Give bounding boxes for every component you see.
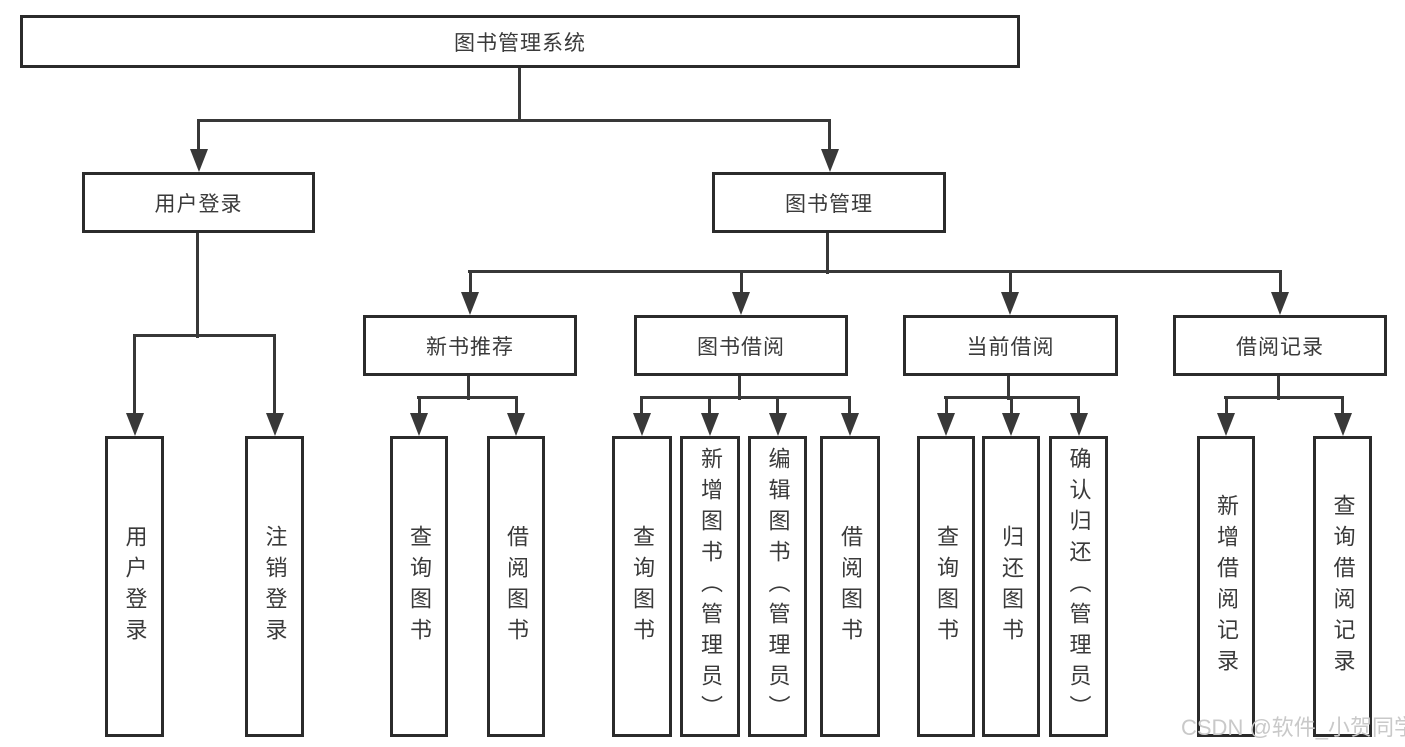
- leaf-label: 注销登录: [262, 524, 288, 649]
- connector-hline: [133, 333, 276, 337]
- leaf-borrow-books-borrowing: 借阅图书: [820, 436, 880, 737]
- connector-hline: [468, 269, 1282, 273]
- node-label: 图书管理: [785, 192, 873, 216]
- node-library-management-system: 图书管理系统: [20, 15, 1020, 68]
- arrowhead-down-icon: [125, 413, 144, 436]
- arrowhead-down-icon: [1333, 413, 1352, 436]
- leaf-label: 新增借阅记录: [1214, 493, 1239, 680]
- node-current-borrowing: 当前借阅: [903, 315, 1118, 376]
- connector-arrow-stem: [1077, 397, 1080, 416]
- arrowhead-down-icon: [768, 413, 787, 436]
- arrowhead-down-icon: [840, 413, 859, 436]
- node-label: 新书推荐: [426, 335, 514, 359]
- node-user-login: 用户登录: [82, 172, 315, 233]
- connector-arrow-stem: [1009, 397, 1013, 416]
- watermark-csdn: CSDN @软件_小贺同学: [1181, 715, 1405, 740]
- leaf-query-books-borrowing: 查询图书: [612, 436, 672, 737]
- leaf-label: 查询图书: [407, 524, 432, 649]
- connector-arrow-stem: [1008, 271, 1012, 295]
- connector-arrow-stem: [133, 335, 136, 416]
- connector-vline: [825, 232, 829, 274]
- arrowhead-down-icon: [700, 413, 719, 436]
- arrowhead-down-icon: [507, 413, 525, 436]
- connector-arrow-stem: [1341, 397, 1344, 416]
- connector-vline: [466, 375, 470, 400]
- leaf-user-login: 用户登录: [105, 436, 164, 737]
- connector-hline: [640, 395, 851, 399]
- leaf-return-books: 归还图书: [982, 436, 1040, 737]
- leaf-add-borrow-record: 新增借阅记录: [1197, 436, 1255, 737]
- leaf-query-borrow-record: 查询借阅记录: [1313, 436, 1372, 737]
- connector-arrow-stem: [273, 335, 276, 416]
- node-label: 借阅记录: [1236, 335, 1324, 359]
- connector-hline: [197, 118, 831, 122]
- node-label: 当前借阅: [966, 335, 1055, 359]
- node-label: 图书管理系统: [454, 31, 586, 55]
- leaf-confirm-return-admin: 确认归还（管理员）: [1049, 436, 1108, 737]
- connector-vline: [1006, 375, 1010, 400]
- leaf-label: 确认归还（管理员）: [1066, 447, 1092, 726]
- node-new-book-recommendation: 新书推荐: [363, 315, 577, 376]
- node-label: 图书借阅: [697, 335, 785, 359]
- arrowhead-down-icon: [732, 292, 750, 315]
- arrowhead-down-icon: [820, 149, 839, 172]
- arrowhead-down-icon: [410, 413, 428, 436]
- arrowhead-down-icon: [265, 413, 284, 436]
- arrowhead-down-icon: [1217, 413, 1235, 436]
- node-book-borrowing: 图书借阅: [634, 315, 848, 376]
- leaf-query-books-recommend: 查询图书: [390, 436, 448, 737]
- connector-arrow-stem: [739, 271, 743, 295]
- leaf-add-books-admin: 新增图书（管理员）: [680, 436, 740, 737]
- connector-arrow-stem: [708, 397, 711, 416]
- leaf-label: 查询借阅记录: [1330, 493, 1356, 680]
- connector-vline: [737, 375, 741, 400]
- connector-arrow-stem: [640, 397, 643, 416]
- connector-vline: [517, 67, 521, 122]
- leaf-label: 用户登录: [122, 524, 148, 649]
- connector-arrow-stem: [1224, 397, 1228, 416]
- connector-vline: [195, 232, 199, 338]
- leaf-edit-books-admin: 编辑图书（管理员）: [748, 436, 807, 737]
- arrowhead-down-icon: [1002, 413, 1020, 436]
- arrowhead-down-icon: [461, 292, 479, 315]
- arrowhead-down-icon: [1271, 292, 1289, 315]
- connector-vline: [1276, 375, 1280, 400]
- connector-arrow-stem: [828, 120, 831, 152]
- leaf-label: 借阅图书: [838, 524, 863, 649]
- connector-arrow-stem: [514, 397, 518, 416]
- leaf-label: 编辑图书（管理员）: [765, 447, 791, 726]
- leaf-query-books-current: 查询图书: [917, 436, 975, 737]
- leaf-label: 查询图书: [934, 524, 959, 649]
- connector-arrow-stem: [417, 397, 421, 416]
- connector-arrow-stem: [776, 397, 779, 416]
- connector-arrow-stem: [944, 397, 948, 416]
- arrowhead-down-icon: [1069, 413, 1088, 436]
- leaf-borrow-books-recommend: 借阅图书: [487, 436, 545, 737]
- leaf-label: 归还图书: [999, 524, 1024, 649]
- leaf-label: 查询图书: [630, 524, 655, 649]
- arrowhead-down-icon: [937, 413, 955, 436]
- connector-arrow-stem: [468, 271, 472, 295]
- leaf-label: 借阅图书: [504, 524, 529, 649]
- connector-hline: [417, 395, 518, 399]
- leaf-logout: 注销登录: [245, 436, 304, 737]
- node-book-management: 图书管理: [712, 172, 946, 233]
- arrowhead-down-icon: [1001, 292, 1019, 315]
- connector-arrow-stem: [1278, 271, 1282, 295]
- connector-arrow-stem: [197, 120, 200, 152]
- connector-hline: [1224, 395, 1344, 399]
- node-label: 用户登录: [154, 192, 243, 216]
- arrowhead-down-icon: [632, 413, 651, 436]
- leaf-label: 新增图书（管理员）: [698, 447, 723, 726]
- connector-arrow-stem: [848, 397, 851, 416]
- arrowhead-down-icon: [189, 149, 208, 172]
- node-borrowing-records: 借阅记录: [1173, 315, 1387, 376]
